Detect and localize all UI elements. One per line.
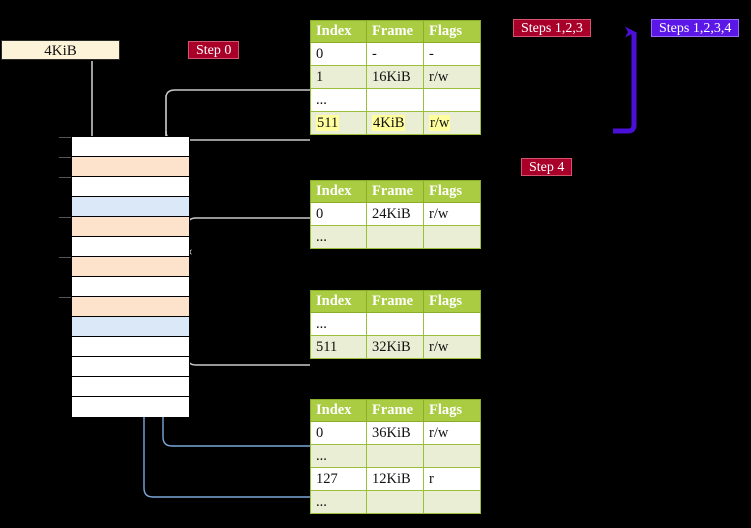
memory-frame-row (72, 217, 189, 237)
cell-index: ... (310, 88, 367, 112)
cell-index: ... (310, 225, 367, 249)
column-header-index: Index (310, 20, 367, 43)
cell-flags: r/w (423, 421, 481, 445)
cell-frame (366, 312, 424, 336)
memory-frame-row (72, 177, 189, 197)
memory-frame-row (72, 137, 189, 157)
memory-tick (59, 177, 71, 178)
memory-frame-row (72, 237, 189, 257)
memory-tick (59, 257, 71, 258)
cell-index: ... (310, 312, 367, 336)
memory-frame-row (72, 337, 189, 357)
memory-frame-row (72, 277, 189, 297)
memory-frame-row (72, 397, 189, 417)
memory-frame-row (72, 357, 189, 377)
memory-tick (59, 157, 71, 158)
cell-frame: - (366, 42, 424, 66)
memory-tick (59, 217, 71, 218)
column-header-index: Index (310, 290, 367, 313)
memory-frame-row (72, 377, 189, 397)
cell-flags: r/w (423, 65, 481, 89)
cell-index: 511 (310, 111, 367, 135)
cell-index: ... (310, 444, 367, 468)
column-header-frame: Frame (366, 290, 424, 313)
table-row: ... (310, 490, 481, 514)
cell-flags (423, 88, 481, 112)
table-header-row: Index Frame Flags (310, 180, 481, 203)
cell-flags: r/w (423, 202, 481, 226)
cell-index: 0 (310, 42, 367, 66)
cell-frame (366, 490, 424, 514)
cell-flags: r (423, 467, 481, 491)
frame-size-box: 4KiB (1, 40, 120, 60)
table-row: ... (310, 312, 481, 336)
memory-frame-row (72, 297, 189, 317)
step-4-badge: Step 4 (521, 158, 573, 176)
memory-frame-row (72, 157, 189, 177)
cell-flags (423, 490, 481, 514)
cell-index: 1 (310, 65, 367, 89)
cell-index: 511 (310, 335, 367, 359)
column-header-flags: Flags (423, 180, 481, 203)
table-header-row: Index Frame Flags (310, 399, 481, 422)
memory-frame-row (72, 257, 189, 277)
column-header-frame: Frame (366, 399, 424, 422)
cell-flags (423, 312, 481, 336)
table-row: ... (310, 444, 481, 468)
column-header-frame: Frame (366, 20, 424, 43)
cell-flags: - (423, 42, 481, 66)
steps-123-badge: Steps 1,2,3 (513, 19, 591, 37)
table-row: 0-- (310, 42, 481, 66)
column-header-index: Index (310, 399, 367, 422)
physical-memory-column (71, 136, 190, 417)
table-header-row: Index Frame Flags (310, 290, 481, 313)
cell-frame (366, 225, 424, 249)
cell-frame: 32KiB (366, 335, 424, 359)
memory-frame-row (72, 317, 189, 337)
steps-1234-badge: Steps 1,2,3,4 (651, 19, 740, 37)
memory-frame-row (72, 197, 189, 217)
column-header-flags: Flags (423, 290, 481, 313)
column-header-flags: Flags (423, 399, 481, 422)
cell-index: 0 (310, 421, 367, 445)
cell-index: 127 (310, 467, 367, 491)
table-row: ... (310, 88, 481, 112)
memory-tick (59, 137, 71, 138)
cell-flags (423, 225, 481, 249)
step-0-badge: Step 0 (188, 41, 240, 59)
table-header-row: Index Frame Flags (310, 20, 481, 43)
column-header-frame: Frame (366, 180, 424, 203)
memory-tick (59, 297, 71, 298)
cell-frame: 16KiB (366, 65, 424, 89)
cell-index: 0 (310, 202, 367, 226)
cell-flags: r/w (423, 111, 481, 135)
cell-frame (366, 444, 424, 468)
cell-flags (423, 444, 481, 468)
table-row: ... (310, 225, 481, 249)
column-header-flags: Flags (423, 20, 481, 43)
cell-frame: 36KiB (366, 421, 424, 445)
cell-flags: r/w (423, 335, 481, 359)
cell-frame: 4KiB (366, 111, 424, 135)
column-header-index: Index (310, 180, 367, 203)
cell-index: ... (310, 490, 367, 514)
cell-frame: 12KiB (366, 467, 424, 491)
cell-frame (366, 88, 424, 112)
cell-frame: 24KiB (366, 202, 424, 226)
